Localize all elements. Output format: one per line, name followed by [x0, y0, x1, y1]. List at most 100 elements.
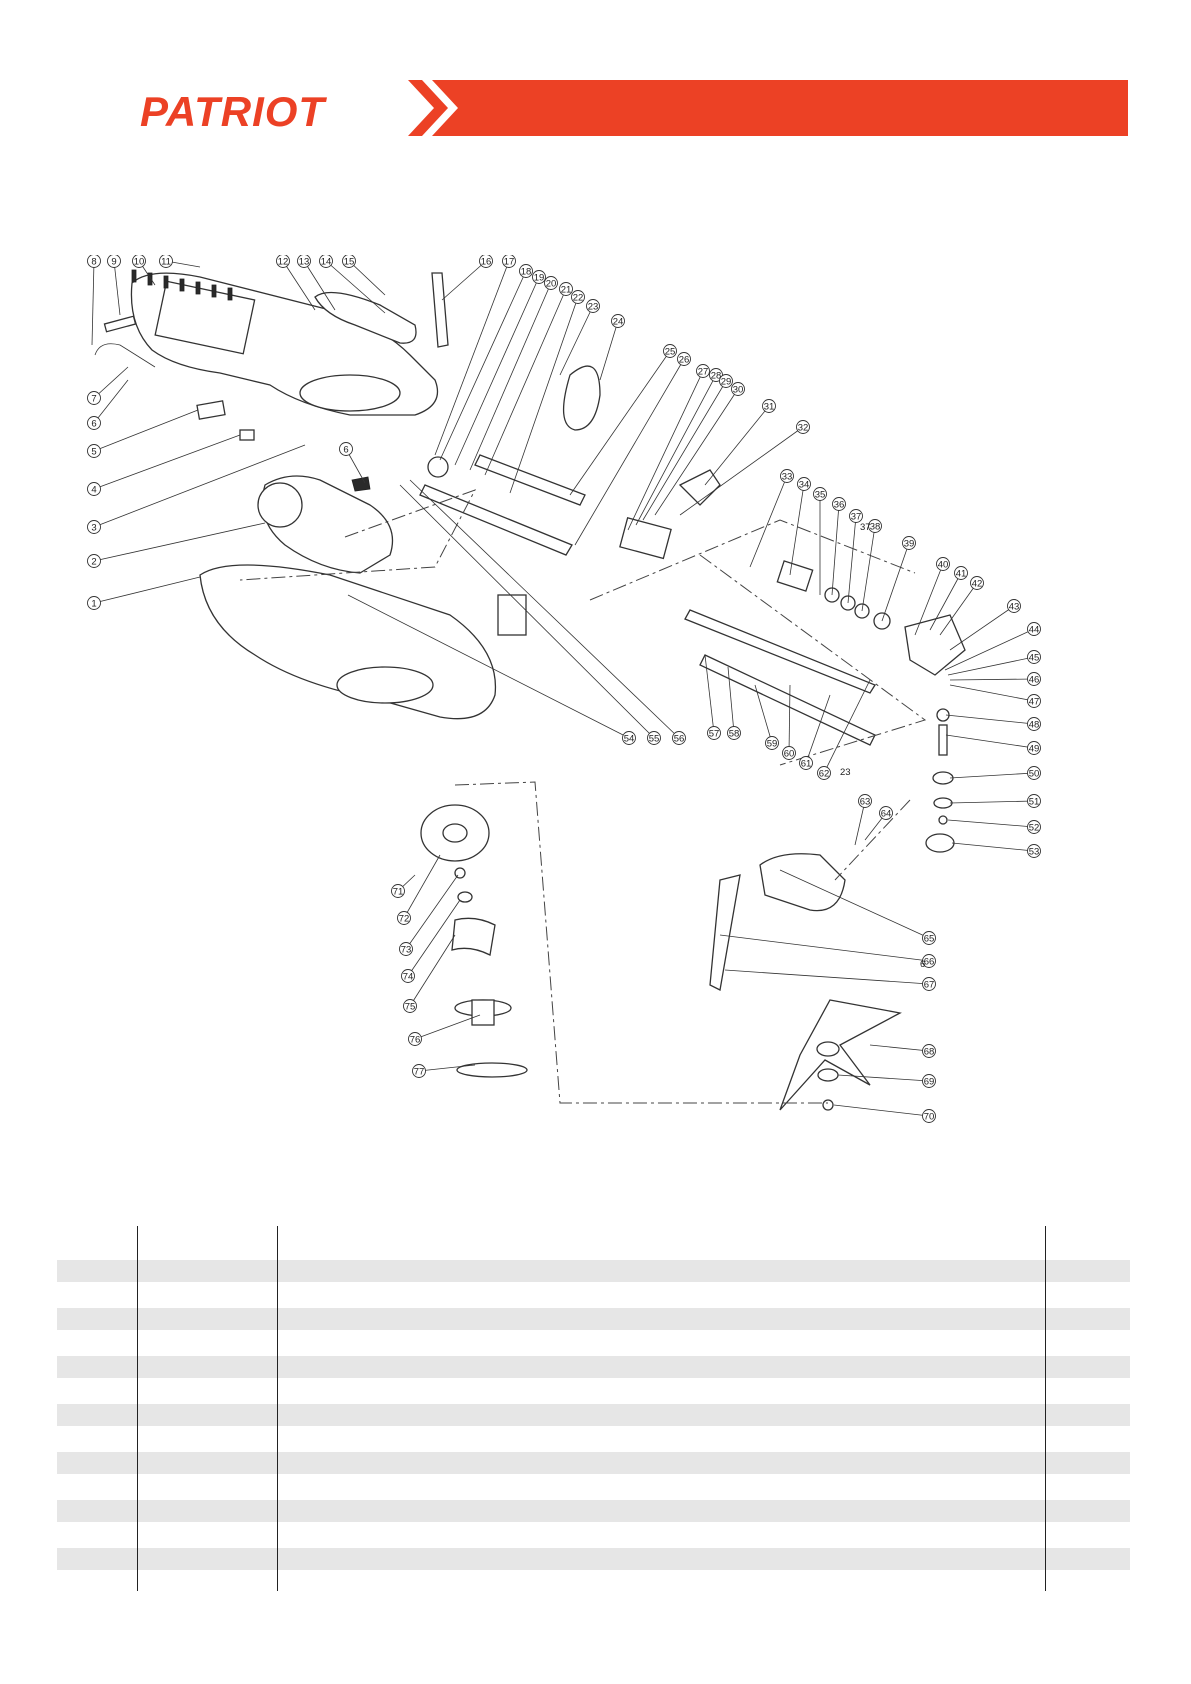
callout-circle	[796, 420, 810, 434]
callout-circle	[622, 731, 636, 745]
leader-line	[914, 563, 944, 636]
callout-circle	[87, 482, 101, 496]
leader-line	[484, 288, 567, 476]
callout-circle	[297, 255, 311, 268]
ring-51	[933, 797, 953, 809]
parts-drawing	[94, 269, 966, 1111]
leader-line	[399, 484, 655, 739]
callout-circle	[502, 255, 516, 268]
callout-circle	[87, 596, 101, 610]
leader-line	[559, 305, 594, 376]
housing-grip-opening	[299, 374, 401, 412]
screw-set-6	[351, 476, 371, 492]
spool-core	[471, 999, 495, 1026]
leader-line	[574, 358, 685, 546]
leader-line	[789, 483, 805, 576]
callout-circle	[780, 469, 794, 483]
leader-line	[509, 296, 579, 494]
table-row	[57, 1284, 1130, 1306]
callout-label: 62	[819, 768, 830, 779]
plain-label: 6	[920, 959, 925, 970]
callout-circle	[1027, 794, 1041, 808]
callout-circle	[532, 270, 546, 284]
callout-label: 47	[1029, 696, 1040, 707]
callout-circle	[707, 726, 721, 740]
callout-circle	[1027, 844, 1041, 858]
leader-line	[724, 969, 930, 985]
lock-knob	[678, 469, 721, 506]
callout-label: 6	[91, 418, 96, 429]
handle	[314, 291, 417, 344]
callout-label: 18	[521, 266, 532, 277]
leader-line	[93, 522, 266, 562]
lower-grip-opening	[336, 666, 434, 704]
callout-circle	[559, 282, 573, 296]
callout-circle	[611, 314, 625, 328]
callout-circle	[1027, 820, 1041, 834]
leader-line	[939, 582, 978, 636]
callout-label: 39	[904, 538, 915, 549]
leader-line	[949, 772, 1035, 779]
callout-label: 26	[679, 354, 690, 365]
leader-line	[627, 370, 704, 531]
table-row	[57, 1236, 1130, 1258]
table-row	[57, 1428, 1130, 1450]
callout-circle	[719, 374, 733, 388]
leader-line	[93, 409, 199, 452]
three-tooth-blade	[779, 999, 902, 1111]
leader-line	[823, 679, 871, 774]
callout-circle	[391, 884, 405, 898]
table-column-divider	[277, 1226, 278, 1591]
callout-circle	[479, 255, 493, 268]
assembly-line	[699, 554, 927, 766]
callout-circle	[408, 1032, 422, 1046]
table-row	[57, 1260, 1130, 1282]
leader-line	[679, 426, 804, 516]
callout-label: 67	[924, 979, 935, 990]
callout-label: 40	[938, 559, 949, 570]
leader-line	[93, 379, 129, 424]
callout-label: 25	[665, 346, 676, 357]
leader-line	[805, 694, 831, 764]
leader-line	[944, 628, 1035, 671]
table-row	[57, 1548, 1130, 1570]
callout-circle	[799, 756, 813, 770]
lower-shaft-tube	[699, 654, 876, 746]
trimmer-ring	[451, 917, 496, 956]
callout-label: 13	[299, 256, 310, 267]
callout-circle	[1007, 599, 1021, 613]
assembly-line	[454, 781, 828, 1104]
callout-circle	[647, 731, 661, 745]
screw-11	[195, 281, 201, 295]
leader-line	[947, 656, 1035, 676]
upper-shaft-tube	[419, 484, 573, 556]
callout-circle	[87, 554, 101, 568]
callout-circle	[817, 766, 831, 780]
leader-line	[409, 479, 680, 739]
upper-shaft-rod	[474, 454, 586, 506]
blade-guard	[759, 853, 846, 912]
screw-11	[211, 284, 217, 298]
callout-label: 41	[956, 568, 967, 579]
callout-circle	[765, 736, 779, 750]
leader-line	[348, 260, 386, 296]
callout-label: 30	[733, 384, 744, 395]
callout-circle	[107, 255, 121, 268]
strap	[431, 272, 449, 348]
callout-circle	[401, 969, 415, 983]
leader-line	[282, 260, 316, 311]
callout-circle	[922, 1074, 936, 1088]
callout-label: 34	[799, 479, 810, 490]
header-banner	[408, 80, 1128, 136]
callout-label: 72	[399, 913, 410, 924]
callout-circle	[87, 416, 101, 430]
callout-label: 42	[972, 578, 983, 589]
leader-line	[949, 800, 1035, 804]
screw-11	[147, 272, 153, 286]
callout-label: 49	[1029, 743, 1040, 754]
callout-circle	[403, 999, 417, 1013]
callout-circle	[970, 576, 984, 590]
callout-circle	[87, 391, 101, 405]
callout-label: 29	[721, 376, 732, 387]
leader-line	[635, 374, 717, 526]
